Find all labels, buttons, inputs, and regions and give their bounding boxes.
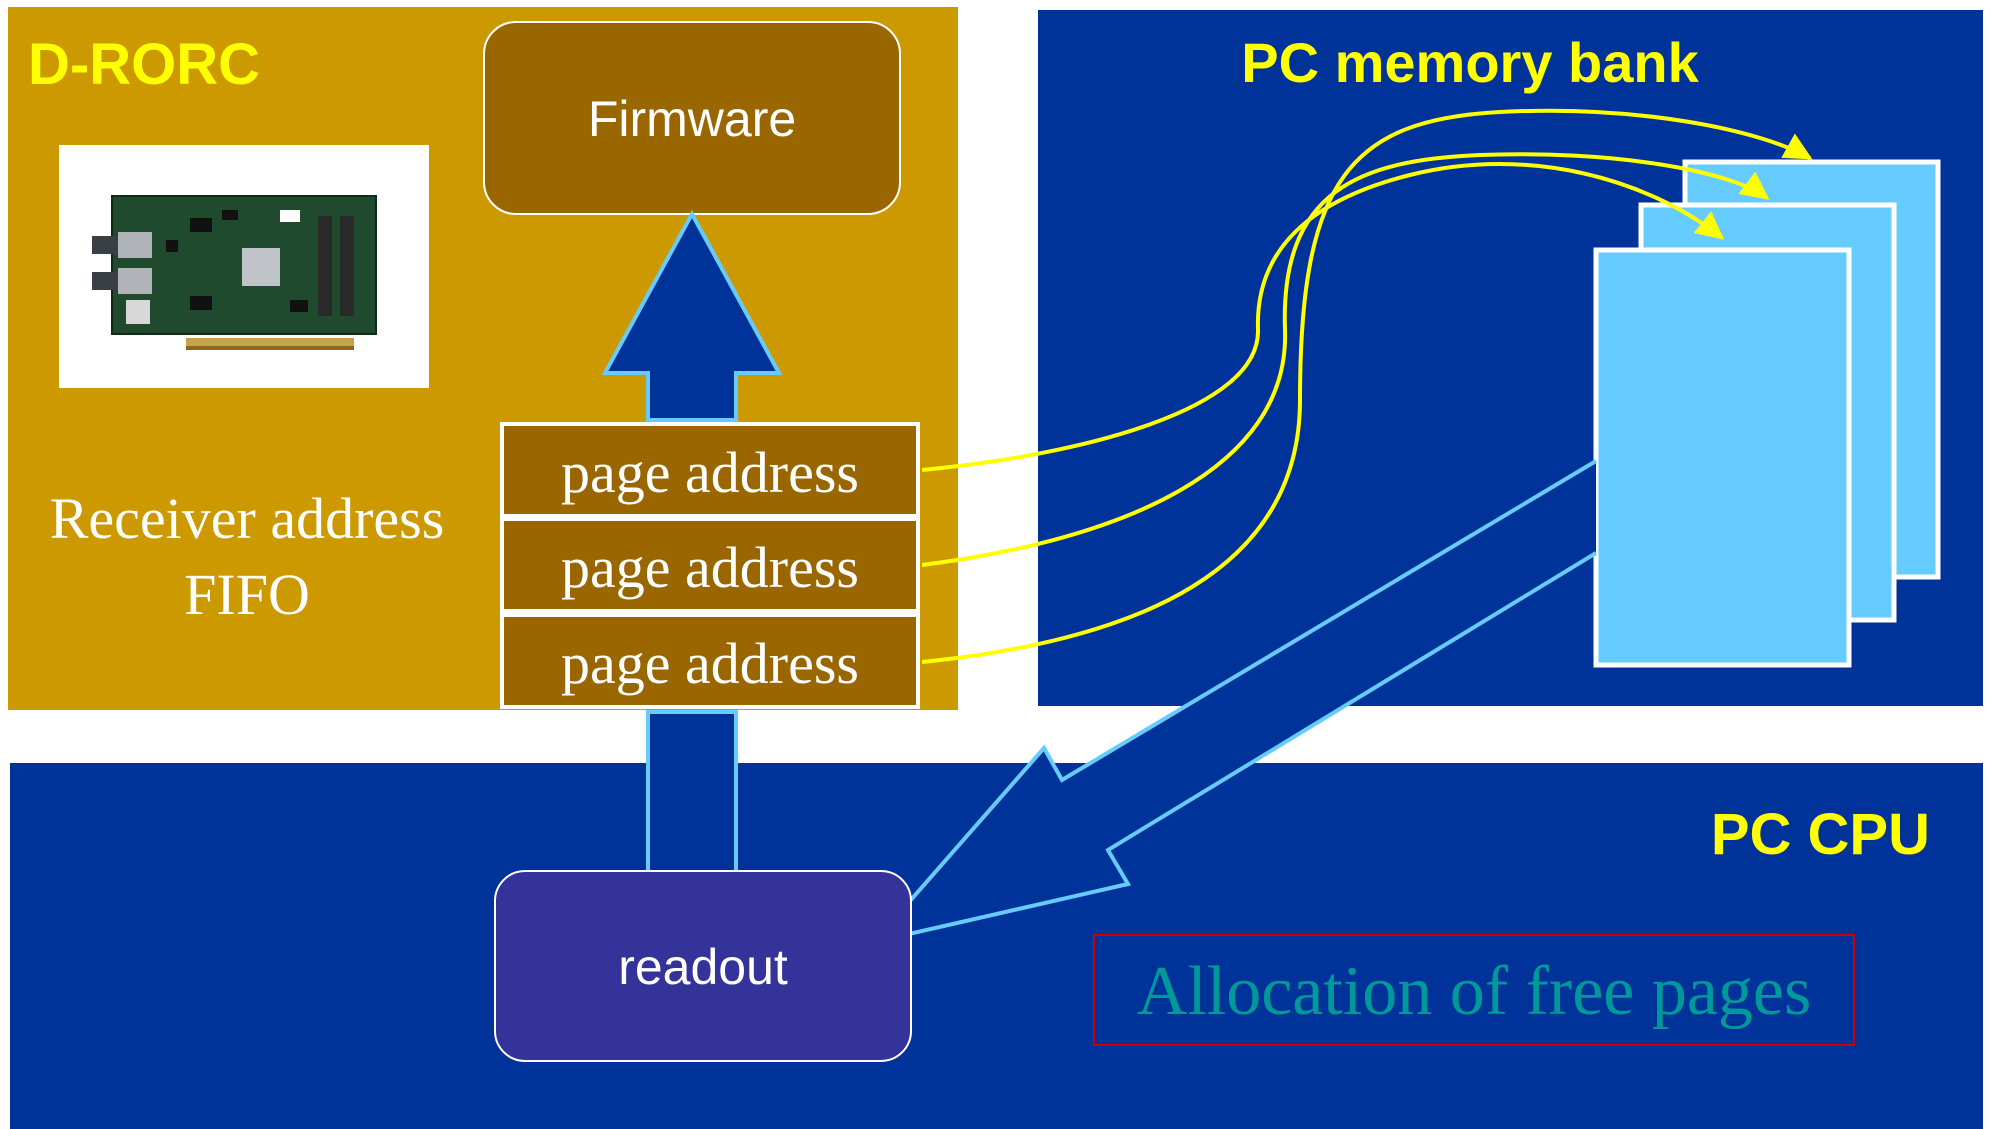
page-address-label: page address: [561, 440, 859, 505]
allocation-note-text: Allocation of free pages: [1137, 953, 1811, 1030]
page-address-label: page address: [561, 535, 859, 600]
page-address-cell: [500, 613, 920, 709]
allocation-note-box: [1093, 934, 1855, 1046]
fifo-label-line2: FIFO: [184, 562, 310, 627]
page-pointer-arrow: [921, 152, 1770, 567]
memory-bank-title: PC memory bank: [1241, 31, 1699, 94]
page-address-fifo: page address page address page address: [500, 422, 920, 709]
readout-to-fifo-shaft: [646, 710, 738, 874]
readout-box: [494, 870, 912, 1062]
page-address-cell: [500, 422, 920, 518]
pcb-card-icon: [59, 145, 429, 388]
page-address-label: page address: [561, 631, 859, 696]
fifo-label-line1: Receiver address: [50, 486, 445, 551]
firmware-label: Firmware: [588, 91, 796, 147]
drorc-title: D-RORC: [28, 32, 260, 97]
fifo-to-firmware-arrow: [601, 209, 783, 422]
page-pointer-arrow: [921, 162, 1725, 472]
page-address-cell: [500, 517, 920, 613]
readout-label: readout: [618, 939, 788, 995]
pc-cpu-title: PC CPU: [1711, 802, 1930, 867]
page-pointer-arrow: [921, 108, 1813, 664]
memory-page: [1593, 247, 1852, 668]
